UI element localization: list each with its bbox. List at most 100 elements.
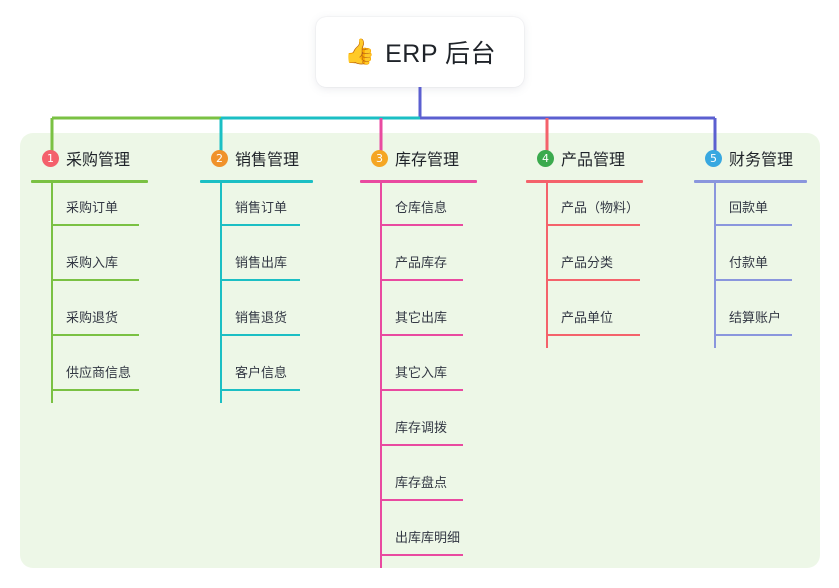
list-item-underline (51, 224, 139, 226)
column-badge-3: 3 (371, 149, 388, 167)
list-item-label: 产品分类 (561, 255, 614, 270)
column-items-3: 仓库信息产品库存其它出库其它入库库存调拨库存盘点出库库明细 (360, 183, 477, 568)
list-item-label: 库存调拨 (395, 420, 448, 435)
item-connector (51, 183, 53, 238)
list-item-underline (220, 279, 300, 281)
list-item[interactable]: 库存盘点 (360, 458, 477, 513)
list-item[interactable]: 采购入库 (31, 238, 148, 293)
list-item-underline (220, 224, 300, 226)
item-connector (220, 238, 222, 293)
list-item-label: 仓库信息 (395, 200, 448, 215)
column-title-4: 产品管理 (561, 152, 626, 169)
list-item-label: 回款单 (729, 200, 769, 215)
column-underline-3 (360, 180, 477, 183)
column-badge-4: 4 (537, 149, 554, 167)
list-item[interactable]: 出库库明细 (360, 513, 477, 568)
item-connector (51, 238, 53, 293)
list-item[interactable]: 产品单位 (526, 293, 643, 348)
list-item[interactable]: 其它入库 (360, 348, 477, 403)
item-connector (220, 183, 222, 238)
column-title-3: 库存管理 (395, 152, 460, 169)
list-item-underline (380, 224, 463, 226)
list-item-underline (380, 444, 463, 446)
list-item-label: 供应商信息 (66, 365, 132, 380)
column-underline-5 (694, 180, 807, 183)
list-item-underline (714, 224, 792, 226)
list-item[interactable]: 客户信息 (200, 348, 313, 403)
root-node-card[interactable]: 👍 ERP 后台 (316, 17, 524, 87)
list-item-underline (220, 334, 300, 336)
list-item-underline (51, 279, 139, 281)
list-item[interactable]: 库存调拨 (360, 403, 477, 458)
list-item[interactable]: 其它出库 (360, 293, 477, 348)
column-underline-2 (200, 180, 313, 183)
item-connector (546, 238, 548, 293)
list-item[interactable]: 产品库存 (360, 238, 477, 293)
item-connector (546, 293, 548, 348)
list-item[interactable]: 销售订单 (200, 183, 313, 238)
column-header-1[interactable]: 1 采购管理 (31, 143, 148, 173)
list-item[interactable]: 产品分类 (526, 238, 643, 293)
column-header-4[interactable]: 4 产品管理 (526, 143, 643, 173)
column-underline-1 (31, 180, 148, 183)
column-3: 3 库存管理仓库信息产品库存其它出库其它入库库存调拨库存盘点出库库明细 (360, 143, 477, 568)
item-connector (380, 238, 382, 293)
list-item[interactable]: 采购订单 (31, 183, 148, 238)
column-badge-5: 5 (705, 149, 722, 167)
list-item[interactable]: 结算账户 (694, 293, 807, 348)
list-item[interactable]: 销售出库 (200, 238, 313, 293)
list-item-label: 销售出库 (235, 255, 288, 270)
list-item-label: 结算账户 (729, 310, 782, 325)
item-connector (380, 403, 382, 458)
list-item[interactable]: 产品（物料） (526, 183, 643, 238)
list-item[interactable]: 付款单 (694, 238, 807, 293)
list-item-underline (546, 334, 640, 336)
list-item-underline (51, 389, 139, 391)
list-item-label: 产品库存 (395, 255, 448, 270)
list-item-label: 付款单 (729, 255, 769, 270)
item-connector (380, 183, 382, 238)
list-item-underline (714, 334, 792, 336)
item-connector (380, 348, 382, 403)
list-item-label: 出库库明细 (395, 530, 461, 545)
list-item-underline (380, 389, 463, 391)
list-item[interactable]: 供应商信息 (31, 348, 148, 403)
list-item-underline (51, 334, 139, 336)
column-header-3[interactable]: 3 库存管理 (360, 143, 477, 173)
list-item[interactable]: 回款单 (694, 183, 807, 238)
list-item[interactable]: 采购退货 (31, 293, 148, 348)
column-items-2: 销售订单销售出库销售退货客户信息 (200, 183, 313, 403)
list-item-underline (546, 279, 640, 281)
column-title-1: 采购管理 (66, 152, 131, 169)
item-connector (51, 348, 53, 403)
column-title-2: 销售管理 (235, 152, 300, 169)
list-item-label: 产品单位 (561, 310, 614, 325)
column-badge-1: 1 (42, 149, 59, 167)
list-item-underline (380, 554, 463, 556)
list-item-underline (220, 389, 300, 391)
list-item-label: 销售退货 (235, 310, 288, 325)
column-underline-4 (526, 180, 643, 183)
item-connector (380, 513, 382, 568)
list-item-underline (714, 279, 792, 281)
column-items-1: 采购订单采购入库采购退货供应商信息 (31, 183, 148, 403)
root-node-title: ERP 后台 (385, 40, 497, 68)
list-item-label: 产品（物料） (561, 200, 640, 215)
item-connector (714, 183, 716, 238)
item-connector (714, 293, 716, 348)
item-connector (220, 293, 222, 348)
thumbs-up-icon: 👍 (343, 37, 376, 66)
list-item[interactable]: 仓库信息 (360, 183, 477, 238)
list-item-underline (380, 279, 463, 281)
item-connector (546, 183, 548, 238)
list-item-label: 采购入库 (66, 255, 119, 270)
item-connector (380, 458, 382, 513)
column-items-4: 产品（物料） 产品分类产品单位 (526, 183, 643, 348)
list-item[interactable]: 销售退货 (200, 293, 313, 348)
list-item-label: 其它入库 (395, 365, 448, 380)
list-item-label: 采购退货 (66, 310, 119, 325)
